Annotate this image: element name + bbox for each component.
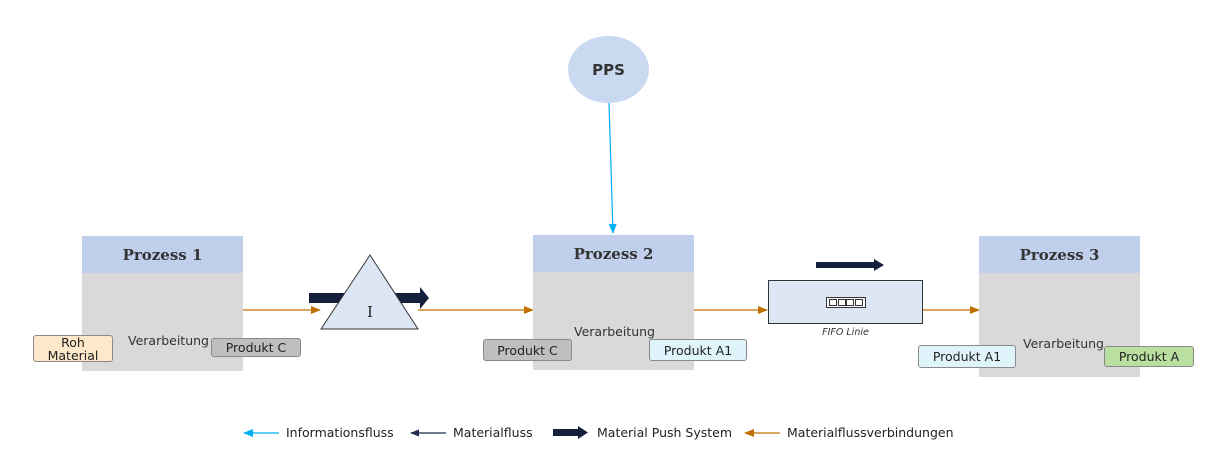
push-arrow-fifo <box>816 259 884 271</box>
raw-material-box: Roh Material <box>33 335 113 362</box>
process-3-input-box: Produkt A1 <box>918 345 1016 368</box>
legend-push-label: Material Push System <box>597 425 733 440</box>
process-1-step-label: Verarbeitung <box>128 333 209 348</box>
process-3-header: Prozess 3 <box>979 236 1140 273</box>
pps-node: PPS <box>568 36 649 103</box>
process-1-header: Prozess 1 <box>82 236 243 273</box>
legend-material-label: Materialfluss <box>453 425 533 440</box>
process-3-output-box: Produkt A <box>1104 346 1194 367</box>
fifo-queue-icon <box>826 297 866 308</box>
process-1-title: Prozess 1 <box>122 245 203 264</box>
inventory-label: I <box>367 303 373 321</box>
process-2-output-box: Produkt A1 <box>649 339 747 361</box>
process-2-step-label: Verarbeitung <box>574 324 655 339</box>
fifo-line-box <box>768 280 923 324</box>
process-2-input-box: Produkt C <box>483 339 572 361</box>
legend-info-label: Informationsfluss <box>286 425 394 440</box>
process-3-title: Prozess 3 <box>1019 245 1100 264</box>
info-flow-arrow <box>608 102 617 234</box>
process-1-output-box: Produkt C <box>211 338 301 357</box>
process-2-header: Prozess 2 <box>533 235 694 272</box>
process-3-step-label: Verarbeitung <box>1023 336 1104 351</box>
legend-push-icon <box>553 426 588 439</box>
legend-connection-label: Materialflussverbindungen <box>787 425 954 440</box>
pps-label: PPS <box>592 60 625 79</box>
fifo-caption: FIFO Linie <box>822 327 869 338</box>
process-2-title: Prozess 2 <box>573 244 654 263</box>
